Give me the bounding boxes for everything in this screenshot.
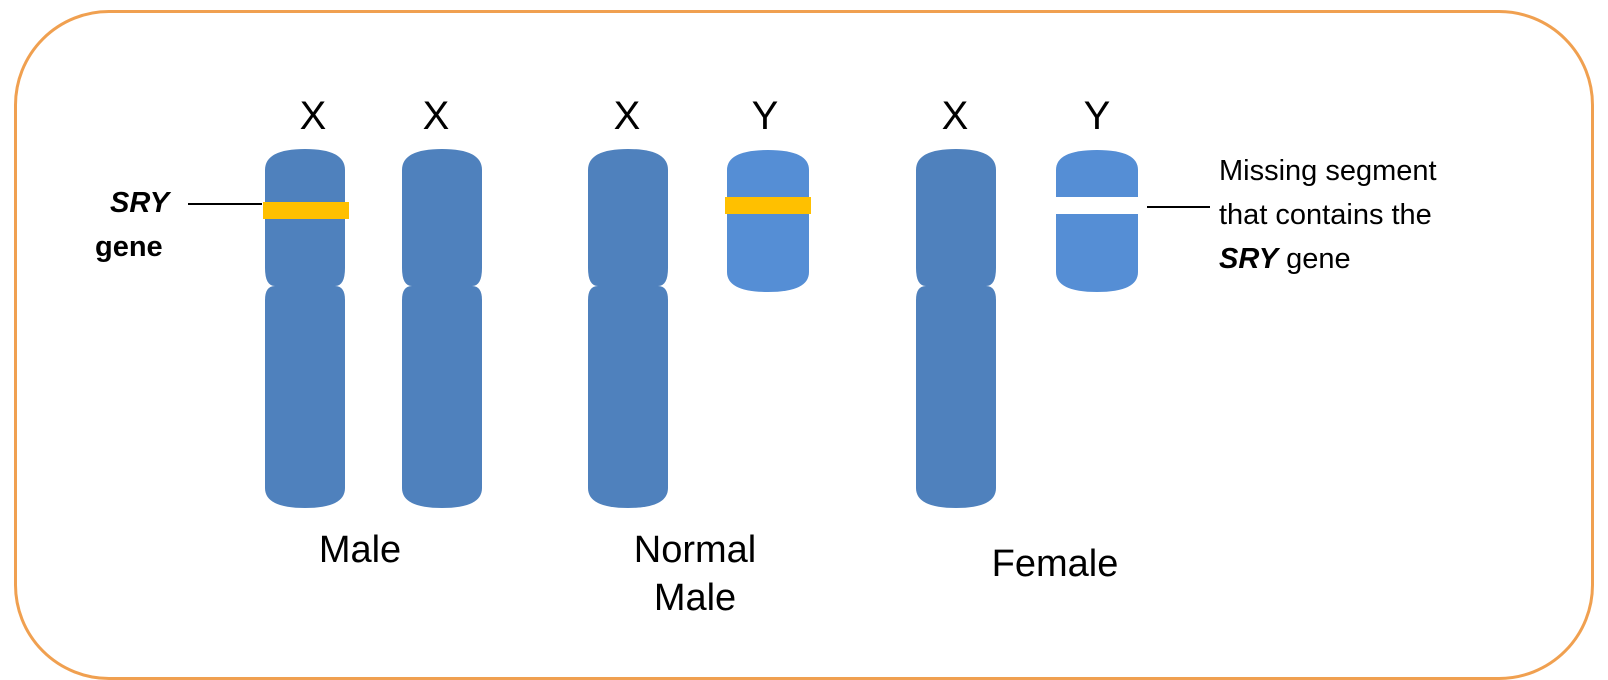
chromosome-lower-arm: [916, 286, 996, 508]
chromosome-label-y: Y: [1057, 96, 1137, 136]
sry-band: [263, 202, 349, 219]
sry-label-word: gene: [95, 228, 163, 266]
chromosome-male-x-left: [263, 149, 349, 508]
chromosome-female-x: [916, 149, 996, 508]
missing-segment-gap: [1054, 197, 1140, 214]
missing-segment-gene-name: SRY: [1219, 243, 1278, 275]
chromosome-upper-arm: [916, 149, 996, 286]
missing-segment-gene-word: gene: [1286, 243, 1351, 275]
missing-segment-label-line2: that contains the: [1219, 196, 1432, 234]
chromosome-normal-y: [725, 150, 811, 292]
group-label-normal-male-line1: Normal: [620, 526, 770, 574]
chromosome-y-body: [727, 150, 809, 292]
chromosome-lower-arm: [265, 286, 345, 508]
sry-label-name: SRY: [110, 184, 169, 222]
missing-segment-label-line1: Missing segment: [1219, 152, 1437, 190]
chromosome-lower-arm: [588, 286, 668, 508]
chromosome-normal-x: [588, 149, 668, 508]
group-label-female: Female: [975, 540, 1135, 588]
chromosome-label-x: X: [587, 96, 667, 136]
chromosome-lower-arm: [402, 286, 482, 508]
group-label-normal-male-line2: Male: [620, 574, 770, 622]
chromosome-upper-arm: [402, 149, 482, 286]
chromosome-label-x: X: [396, 96, 476, 136]
chromosome-label-x: X: [273, 96, 353, 136]
chromosome-label-x: X: [915, 96, 995, 136]
missing-segment-label-line3: SRY gene: [1219, 240, 1351, 278]
chromosome-label-y: Y: [725, 96, 805, 136]
chromosome-female-y: [1054, 150, 1140, 292]
group-label-male: Male: [300, 526, 420, 574]
diagram-canvas: X X X Y X Y SRY gene Missing segment tha…: [0, 0, 1608, 666]
chromosome-male-x-right: [402, 149, 482, 508]
chromosome-y-body: [1056, 150, 1138, 292]
sry-band: [725, 197, 811, 214]
chromosome-upper-arm: [588, 149, 668, 286]
